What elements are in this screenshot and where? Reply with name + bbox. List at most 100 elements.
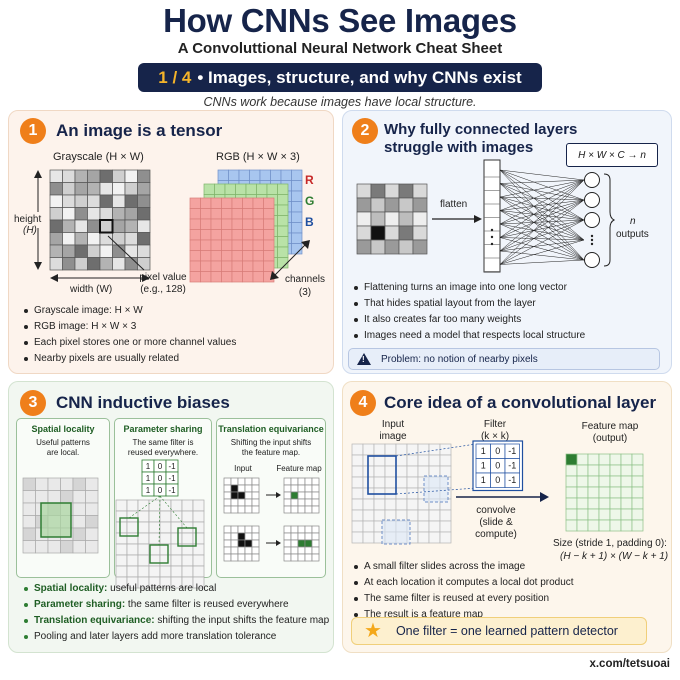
input-pixel [398,239,414,255]
feature-map-cell [587,453,600,466]
spatial-locality-desc-2: are local. [46,448,80,457]
grid-cell [137,499,150,512]
feature-map-cell [631,453,644,466]
outputs-label: outputs [616,229,649,240]
filter-weight: 1 [146,486,151,495]
feature-map-cell [609,486,622,499]
input-pixel [398,183,414,199]
input-cell [223,539,232,548]
connection [499,237,585,261]
feature-map-cell [631,475,644,488]
filter-weight: -1 [168,486,176,495]
list-item: Translation equivariance: shifting the i… [22,614,329,630]
width-label: width (W) [70,284,113,295]
problem-callout: ! Problem: no notion of nearby pixels [348,348,660,370]
red-channel-cell [242,239,254,251]
red-channel-cell [200,229,212,241]
feature-cell [290,553,299,562]
input-pixel [417,520,430,533]
feature-map-cell [620,497,633,510]
red-channel-cell [189,218,201,230]
feature-cell [283,505,292,514]
filter-label-2: (k × k) [480,431,510,442]
ellipsis-dot [490,228,494,232]
grid-cell [137,521,150,534]
blue-channel-cell [291,243,303,255]
red-channel-cell [252,218,264,230]
grayscale-pixel [112,182,126,196]
blue-channel-cell [291,201,303,213]
red-channel-cell [242,250,254,262]
spatial-locality-title: Spatial locality [31,424,95,434]
input-pixel [351,520,364,533]
highlighted-pixel [99,219,114,234]
input-pixel [406,454,419,467]
grid-cell [22,527,36,541]
connection [499,169,585,241]
red-channel-cell [189,260,201,272]
convolve-label-3: compute) [475,529,517,540]
feature-cell [283,525,292,534]
input-pixel [428,443,441,456]
input-pixel [417,443,430,456]
feature-cell [304,477,313,486]
input-cell [251,491,260,500]
connection [499,237,585,241]
feature-map-cell [576,508,589,521]
feature-map-cell [609,497,622,510]
next-window [423,475,449,503]
connection [499,196,585,261]
feature-map-cell [576,519,589,532]
grid-cell [148,521,161,534]
feature-cell [290,491,299,500]
red-channel-cell [221,260,233,272]
connection [499,196,585,241]
translation-equivariance-desc-1: Shifting the input shifts [230,438,312,447]
input-cell [251,498,260,507]
shared-filter-window [149,544,169,564]
grid-cell [159,532,172,545]
grid-cell [170,565,183,578]
filter-weight: 0 [158,474,163,483]
grid-cell [126,543,139,556]
feature-map-cell [620,519,633,532]
n-label: n [630,216,636,227]
input-cell [244,491,253,500]
feature-cell [283,484,292,493]
connection [499,223,585,261]
grid-cell [115,543,128,556]
input-cell [244,505,253,514]
feature-cell [311,553,320,562]
grid-cell [22,515,36,529]
feature-map-cell [620,464,633,477]
green-channel-cell [277,225,289,237]
red-channel-cell [210,260,222,272]
grayscale-pixel [74,244,88,258]
input-pixel [370,197,386,213]
grid-cell [85,490,99,504]
input-label: Input [234,464,252,473]
feature-cell [311,532,320,541]
grayscale-pixel [62,207,76,221]
input-pixel [406,465,419,478]
feature-map-title-1: Feature map [581,421,639,432]
filter-weight: -1 [168,474,176,483]
panel1-title: An image is a tensor [56,121,223,140]
key-takeaway-callout: ★ One filter = one learned pattern detec… [351,617,647,645]
input-pixel [384,465,397,478]
feature-cell [304,553,313,562]
connection [499,210,585,241]
red-channel-cell [189,271,201,283]
local-patch [40,502,72,538]
grid-cell [137,565,150,578]
grid-cell [159,510,172,523]
panel1-number-badge: 1 [20,118,46,144]
filter-weight: 0 [158,486,163,495]
convolve-label-1: convolve [476,505,516,516]
author-handle: x.com/tetsuoai [589,658,670,670]
feature-map-cell [576,464,589,477]
green-channel-cell [277,183,289,195]
feature-cell [290,498,299,507]
list-item: A small filter slides across the image [352,560,574,576]
grayscale-pixel [62,219,76,233]
